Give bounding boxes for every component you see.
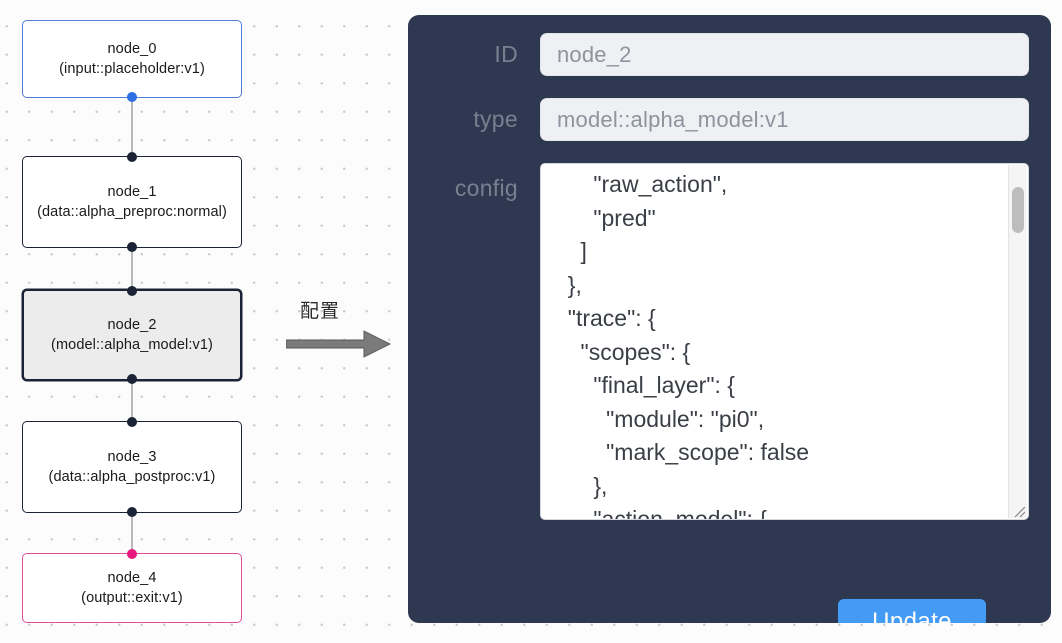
edge-node2-node3: [131, 381, 133, 421]
field-row-type: type model::alpha_model:v1: [430, 98, 1029, 141]
node-handle-target[interactable]: [127, 152, 137, 162]
node-inspector-panel: ID node_2 type model::alpha_model:v1 con…: [408, 15, 1051, 623]
type-field-label: type: [473, 106, 518, 132]
config-field-label: config: [454, 175, 518, 201]
node-label: node_4(output::exit:v1): [81, 569, 183, 607]
node-label: node_2(model::alpha_model:v1): [51, 316, 213, 354]
graph-node-node_4[interactable]: node_4(output::exit:v1): [22, 549, 242, 623]
node-handle-source[interactable]: [127, 242, 137, 252]
id-field-label: ID: [494, 41, 518, 67]
config-textarea[interactable]: "raw_action", "pred" ] }, "trace": { "sc…: [540, 163, 1029, 520]
field-row-config: config "raw_action", "pred" ] }, "trace"…: [430, 163, 1029, 520]
resize-grip-icon[interactable]: [1010, 502, 1026, 518]
node-label: node_0(input::placeholder:v1): [59, 40, 205, 78]
graph-node-node_0[interactable]: node_0(input::placeholder:v1): [22, 20, 242, 102]
node-handle-target[interactable]: [127, 286, 137, 296]
update-button[interactable]: Update: [838, 599, 986, 623]
edge-node3-node4: [131, 513, 133, 553]
graph-node-node_2[interactable]: node_2(model::alpha_model:v1): [22, 286, 242, 384]
node-handle-source[interactable]: [127, 92, 137, 102]
node-label: node_1(data::alpha_preproc:normal): [37, 183, 227, 221]
flow-caption: 配置: [300, 300, 341, 322]
edge-node1-node2: [131, 248, 133, 289]
config-scrollbar[interactable]: [1008, 165, 1027, 518]
flow-annotation: 配置: [286, 296, 394, 362]
graph-node-node_1[interactable]: node_1(data::alpha_preproc:normal): [22, 152, 242, 252]
node-handle-target[interactable]: [127, 417, 137, 427]
config-scrollbar-thumb[interactable]: [1012, 187, 1024, 233]
node-handle-source[interactable]: [127, 507, 137, 517]
config-text-content[interactable]: "raw_action", "pred" ] }, "trace": { "sc…: [567, 171, 810, 520]
node-handle-source[interactable]: [127, 374, 137, 384]
right-arrow-icon: [286, 330, 392, 358]
type-input[interactable]: model::alpha_model:v1: [540, 98, 1029, 141]
edge-node0-node1: [131, 98, 133, 156]
node-handle-target[interactable]: [127, 549, 137, 559]
field-row-id: ID node_2: [430, 33, 1029, 76]
id-input[interactable]: node_2: [540, 33, 1029, 76]
node-label: node_3(data::alpha_postproc:v1): [48, 448, 216, 486]
graph-node-node_3[interactable]: node_3(data::alpha_postproc:v1): [22, 417, 242, 517]
